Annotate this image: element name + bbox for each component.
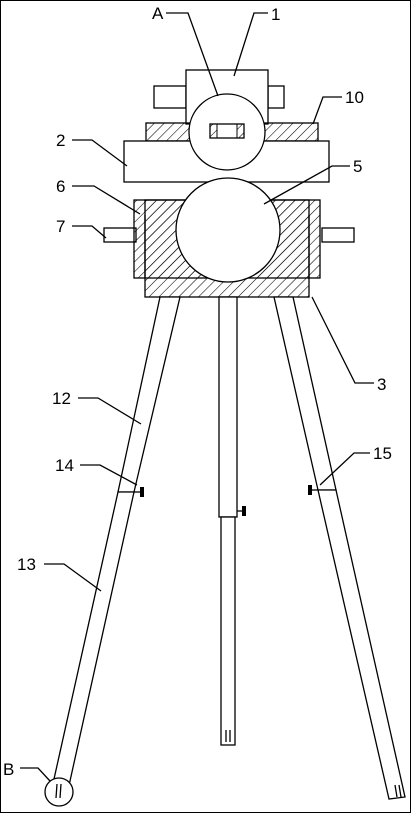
right-foot-mark-b	[398, 784, 402, 798]
label-7: 7	[56, 217, 65, 236]
right-screw-head	[308, 485, 312, 495]
center-screw-head	[242, 506, 246, 516]
left-knob	[103, 227, 137, 243]
leader-15	[319, 452, 370, 486]
leader-13	[44, 563, 102, 592]
center-column-upper	[218, 296, 238, 518]
leader-10	[312, 96, 342, 125]
leader-14	[80, 464, 138, 486]
left-leg-upper	[117, 296, 181, 493]
label-1: 1	[271, 5, 280, 24]
ball-insert-left-hatch	[209, 123, 218, 139]
label-B: B	[3, 760, 14, 779]
leader-7	[72, 225, 107, 239]
leader-5	[263, 165, 350, 205]
label-10: 10	[345, 88, 364, 107]
label-5: 5	[353, 157, 362, 176]
left-foot-circle	[44, 777, 74, 807]
right-foot-mark-a	[394, 784, 398, 798]
upper-ball-detail	[188, 93, 266, 171]
left-leg-lower	[51, 491, 135, 791]
leader-6	[72, 185, 141, 215]
leader-3	[311, 296, 374, 384]
top-housing-right-stub	[267, 85, 285, 109]
label-14: 14	[55, 456, 74, 475]
center-column-lower	[220, 516, 236, 746]
label-2: 2	[56, 131, 65, 150]
top-housing-left-stub	[153, 85, 187, 109]
ball-insert-right-hatch	[236, 123, 245, 139]
left-foot-mark-b	[59, 783, 62, 799]
left-foot-mark-a	[55, 783, 58, 799]
main-ball	[175, 177, 281, 283]
left-leg	[44, 296, 181, 807]
leader-12	[78, 397, 142, 425]
label-13: 13	[17, 555, 36, 574]
leader-lines	[20, 12, 374, 782]
right-leg-lower	[317, 489, 406, 800]
label-3: 3	[377, 375, 386, 394]
right-leg	[273, 296, 406, 800]
labels: A 1 10 2 5 6 7 3 12 14 15 13 B	[3, 4, 392, 779]
label-15: 15	[373, 444, 392, 463]
leader-2	[72, 139, 128, 167]
leader-1	[233, 12, 268, 77]
label-6: 6	[56, 177, 65, 196]
label-A: A	[152, 4, 164, 23]
label-12: 12	[52, 389, 71, 408]
left-screw-head	[140, 487, 144, 497]
right-knob	[321, 227, 355, 243]
center-column	[218, 296, 246, 746]
leader-B	[20, 767, 51, 782]
leader-A	[166, 12, 219, 97]
